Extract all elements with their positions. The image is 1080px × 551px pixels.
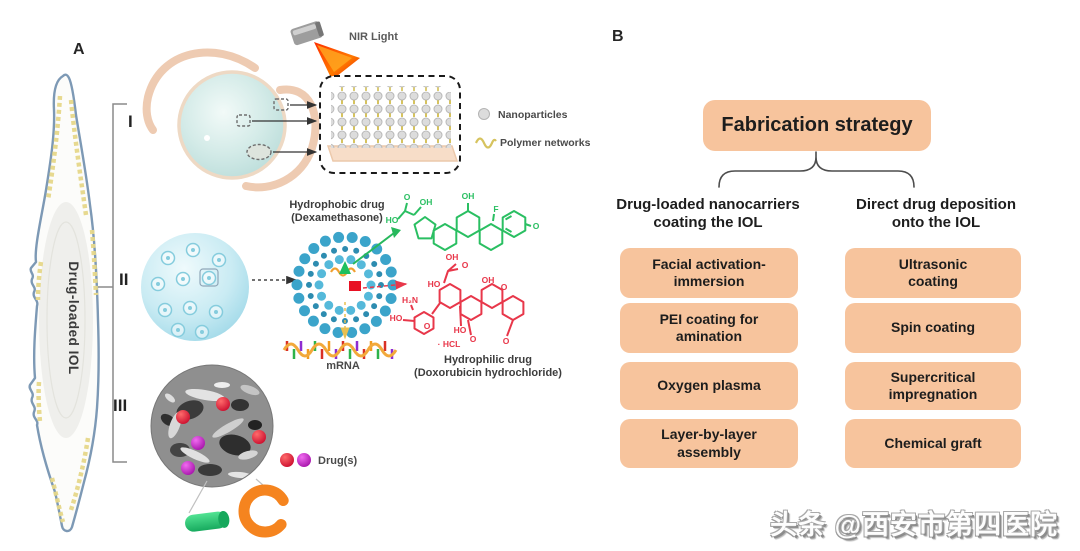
svg-text:HO: HO [454,325,467,335]
drug-red-icon [280,453,294,467]
polymer-legend-icon [474,137,497,149]
drugs-legend: Drug(s) [280,453,357,467]
stage-bracket [98,103,127,463]
lens-highlight [204,135,210,141]
method-facial-activation-immersion: Facial activation- immersion [620,248,798,298]
nanocarrier-sphere [141,233,249,341]
panel-a-schematic: A Drug-loaded IOL I II III [28,21,591,538]
svg-text:O: O [503,336,510,346]
substrate [326,145,459,162]
iol-haptic-bottom [242,85,320,192]
method-layer-by-layer-assembly: Layer-by-layer assembly [620,419,798,468]
method-chemical-graft: Chemical graft [845,419,1021,468]
method-spin-coating: Spin coating [845,303,1021,353]
embedded-drug-dots [176,397,266,475]
nanoparticle-array-panel [319,75,461,174]
panel-a-label: A [73,41,85,58]
svg-text:O: O [462,260,469,270]
polymer-ring-icon [238,484,289,538]
nir-beam-core [317,45,352,72]
sphere-zoom-marker [199,268,219,287]
svg-text:HO: HO [428,279,441,289]
svg-text:OH: OH [420,197,433,207]
row1-legend: Nanoparticles Polymer networks [474,108,591,149]
iol-lens [177,70,287,180]
zoom-arrows [252,101,318,156]
method-oxygen-plasma: Oxygen plasma [620,362,798,410]
cargo-arrows [340,227,408,340]
zoom-markers [236,98,289,161]
svg-text:F: F [493,204,498,214]
iol-haptic-top [142,48,259,134]
column-header-nanocarriers: Drug-loaded nanocarriers coating the IOL [616,196,800,232]
mrna-cargo-icon [330,267,356,277]
svg-text:O: O [470,334,477,344]
hydrophilic-drug-label-2: (Doxorubicin hydrochloride) [414,367,562,379]
svg-text:O: O [533,221,540,231]
polymer-networks-label: Polymer networks [500,137,591,149]
svg-text:HO: HO [390,313,403,323]
mrna-strand [282,341,398,359]
iol-front-view [142,48,320,192]
sem-micrograph [150,364,274,488]
hydrophobic-cargo-icon [339,261,351,274]
hcl-label: · HCL [438,339,461,349]
nanoparticle-array-back [337,86,447,142]
polymer-rod-icon [185,510,230,532]
panel-b-label: B [612,28,624,45]
method-pei-coating-amination: PEI coating for amination [620,303,798,353]
method-supercritical-impregnation: Supercritical impregnation [845,362,1021,410]
method-ultrasonic-coating: Ultrasonic coating [845,248,1021,298]
hydrophilic-drug-label-1: Hydrophilic drug [444,354,532,366]
hydrophobic-drug-label-1: Hydrophobic drug [289,199,384,211]
iol-body-ring [46,221,86,419]
svg-text:OH: OH [462,191,475,201]
side-view-iol: Drug-loaded IOL [28,73,100,533]
nanoparticles-label: Nanoparticles [498,109,568,121]
micelle [291,231,399,339]
stage-i-label: I [128,112,133,131]
column-header-direct-deposition: Direct drug deposition onto the IOL [855,196,1016,232]
hydrophilic-cargo-icon [349,281,361,291]
drugs-label: Drug(s) [318,455,357,467]
fabrication-strategy-title: Fabrication strategy [703,100,931,151]
watermark: 头条 @西安市第四医院 [770,510,1058,540]
nanoparticle-legend-icon [478,108,490,120]
drug-coating-strips [35,95,99,523]
svg-text:O: O [404,192,411,202]
dexamethasone-structure [397,202,532,251]
svg-text:O: O [501,282,508,292]
svg-text:OH: OH [482,275,495,285]
doxorubicin-atoms: OH O HO OH O H₂N HO O HO O O · HCL [390,252,510,349]
svg-text:O: O [424,321,431,331]
stage-iii-label: III [113,396,127,415]
mrna-label: mRNA [326,360,360,372]
svg-text:H₂N: H₂N [402,295,418,305]
hydrophobic-drug-label-2: (Dexamethasone) [291,212,383,224]
nir-light-label: NIR Light [349,31,398,43]
iol-body-shade [39,202,93,438]
doxorubicin-structure [402,263,525,337]
svg-text:HO: HO [386,215,399,225]
dexamethasone-atoms: HO O OH OH F O [386,191,540,231]
svg-text:OH: OH [446,252,459,262]
side-iol-label: Drug-loaded IOL [66,261,81,374]
stage-ii-label: II [119,270,128,289]
brace-connector [718,151,915,188]
nir-projector-icon [290,21,360,80]
drug-magenta-icon [297,453,311,467]
